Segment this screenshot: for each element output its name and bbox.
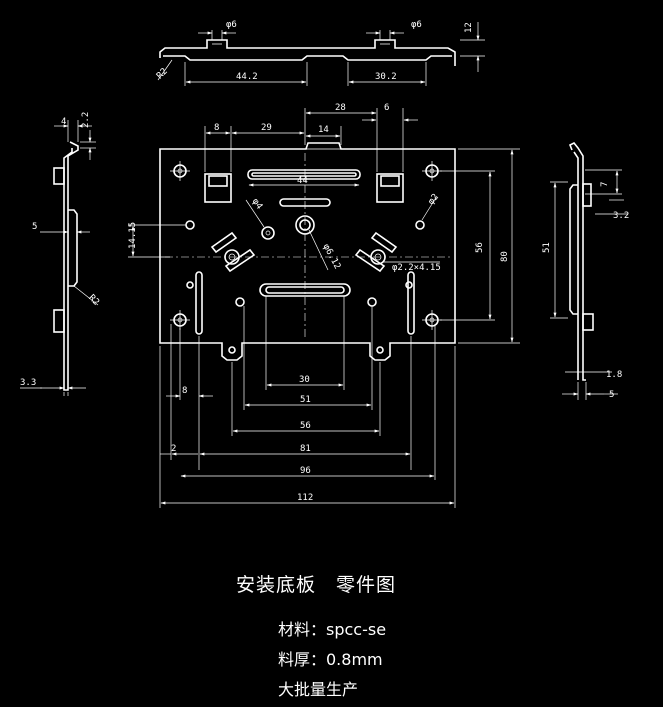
dim-phi6-left: φ6: [226, 20, 237, 30]
dim-80: 80: [500, 251, 510, 262]
left-side-view: 4 2.2 5 R2 3.3: [20, 112, 101, 396]
dim-56-vertical: 56: [475, 242, 485, 253]
dim-8: 8: [214, 123, 219, 133]
dim-phi2: φ2: [426, 192, 441, 207]
dim-left-2-2: 2.2: [81, 112, 91, 128]
dim-6: 6: [384, 103, 389, 113]
dim-51-bottom: 51: [300, 395, 311, 405]
dim-height-12: 12: [464, 22, 474, 33]
dim-phi6-12: φ6.12: [321, 242, 343, 271]
dim-96: 96: [300, 466, 311, 476]
dim-right-5: 5: [609, 390, 614, 400]
dim-right-7: 7: [600, 182, 610, 187]
thickness-note: 料厚：0.8mm: [278, 650, 383, 669]
dim-81: 81: [300, 444, 311, 454]
dim-44-2: 44.2: [236, 72, 258, 82]
dim-phi6-right: φ6: [411, 20, 422, 30]
production-note: 大批量生产: [278, 680, 359, 699]
dim-44: 44: [297, 176, 308, 186]
dim-30-2: 30.2: [375, 72, 397, 82]
dim-29: 29: [261, 123, 272, 133]
dim-left-3-3: 3.3: [20, 378, 36, 388]
dim-56-bottom: 56: [300, 421, 311, 431]
dim-30: 30: [299, 375, 310, 385]
dim-14-15: 14.15: [128, 222, 138, 249]
dim-2: 2: [171, 444, 176, 454]
top-view: φ6 φ6 12 R2 44.2 30.2: [155, 20, 485, 86]
dim-112: 112: [297, 493, 313, 503]
dim-left-4: 4: [61, 117, 66, 127]
dim-left-r2: R2: [86, 293, 101, 308]
dim-right-3-2: 3.2: [613, 211, 629, 221]
right-side-view: 7 3.2 51 1.8 5: [542, 141, 629, 400]
dim-right-1-8: 1.8: [606, 370, 622, 380]
dim-top-r2: R2: [155, 67, 170, 82]
front-view: 28 6 8 29 14 44 φ4 φ2 φ6.12 φ2.2×4.15 14…: [128, 103, 520, 508]
drawing-title: 安装底板 零件图: [236, 574, 397, 596]
dim-right-51: 51: [542, 242, 552, 253]
dim-14: 14: [318, 125, 329, 135]
dim-left-5: 5: [32, 222, 37, 232]
material-note: 材料：spcc-se: [278, 620, 387, 639]
dim-8-bottom: 8: [182, 386, 187, 396]
dim-28: 28: [335, 103, 346, 113]
dim-phi2-2: φ2.2×4.15: [392, 263, 441, 273]
